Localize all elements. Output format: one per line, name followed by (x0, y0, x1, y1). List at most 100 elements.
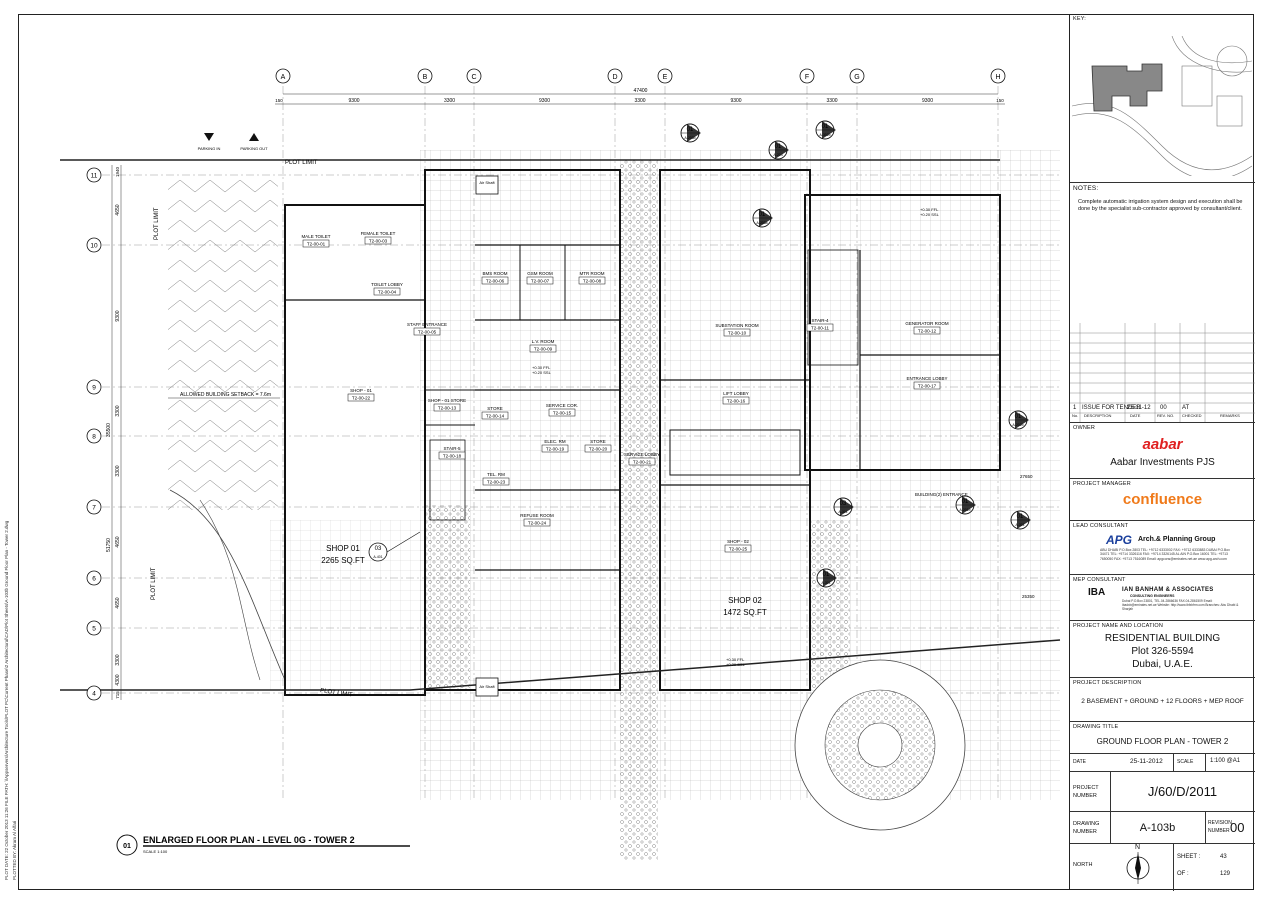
project-name-section: PROJECT NAME AND LOCATION RESIDENTIAL BU… (1070, 620, 1255, 677)
rev-header-date: DATE (1130, 413, 1141, 418)
grid-bubble-col-F (799, 68, 815, 84)
date-value: 25-11-2012 (1130, 758, 1163, 765)
section-tag-ref-6: A-201b (959, 508, 970, 512)
level-ffl-3: +0.30 FFL (920, 207, 939, 212)
grid-label-col-F: F (805, 74, 809, 81)
plot-limit-bottom: PLOT LIMIT (320, 688, 353, 699)
rev-no: 1 (1073, 405, 1077, 411)
parking-out-label: PARKING OUT (240, 146, 268, 151)
room-name-t2-00-10: SUBSTATION ROOM (715, 323, 759, 328)
section-tag-ref-7: A-301 (838, 510, 847, 514)
room-tag-t2-00-25: T2-00-25 (729, 547, 748, 552)
mep-consultant-section: MEP CONSULTANT IBA IAN BANHAM & ASSOCIAT… (1070, 574, 1255, 620)
dim-right-1: 27650 (1020, 474, 1033, 479)
grid-bubble-row-5 (86, 620, 102, 636)
scale-label: SCALE (1177, 759, 1194, 765)
section-tag-no-7: 03 (840, 501, 847, 507)
notes-section: NOTES: Complete automatic irrigation sys… (1070, 182, 1255, 423)
section-tag-no-2: 01 (822, 124, 829, 130)
project-plot: Plot 326-5594 (1131, 646, 1194, 657)
owner-name: Aabar Investments PJS (1110, 457, 1215, 468)
grid-bubble-col-H (990, 68, 1006, 84)
north-label: NORTH (1073, 862, 1093, 868)
grid-label-row-6: 6 (92, 576, 96, 583)
level-ssl-1: +0.20 SSL (532, 370, 552, 375)
mep-address: Dubai P.O.Box 23801, TEL.04-2866636 FAX.… (1122, 599, 1239, 612)
sheet-total: 129 (1220, 871, 1231, 877)
mep-label: MEP CONSULTANT (1073, 577, 1126, 583)
dim-overall-width: 47400 (634, 88, 648, 94)
room-tag-t2-00-13: T2-00-13 (438, 406, 457, 411)
room-name-t2-00-11: STAIR-4 (812, 318, 829, 323)
room-tag-t2-00-06: T2-00-06 (486, 279, 505, 284)
dim-row-6: 3300 (115, 654, 121, 665)
grid-bubble-col-B (417, 68, 433, 84)
room-tag-t2-00-07: T2-00-07 (531, 279, 550, 284)
grid-label-row-11: 11 (91, 173, 98, 180)
room-name-t2-00-21: SERVICE LOBBY (624, 452, 660, 457)
room-tag-t2-00-08: T2-00-08 (583, 279, 602, 284)
rev-header-remarks: REMARKS (1220, 413, 1240, 418)
room-tag-t2-00-21: T2-00-21 (633, 460, 652, 465)
level-ssl-2: +0.20 SSL (726, 662, 746, 667)
room-name-t2-00-18: STAIR-5 (444, 446, 461, 451)
shop-01-section-no: 03 (375, 546, 382, 552)
grid-bubble-row-8 (86, 428, 102, 444)
air-shaft-bottom: Air Shaft (479, 684, 495, 689)
north-sheet-row: NORTH N SHEET : 43 OF : 129 (1070, 843, 1255, 891)
room-name-t2-00-20: STORE (590, 439, 605, 444)
grid-label-row-10: 10 (90, 243, 98, 250)
lead-name: Arch.& Planning Group (1138, 536, 1216, 543)
building-entrance-label: BUILDING(2) ENTRANCE (915, 492, 968, 497)
dim-row-3: 3300 (115, 465, 121, 476)
room-tag-t2-00-14: T2-00-14 (486, 414, 505, 419)
air-shaft-top: Air Shaft (479, 180, 495, 185)
drawing-number-row: DRAWING NUMBER A-103b REVISION NUMBER 00 (1070, 811, 1255, 844)
dim-row-2: 3300 (115, 405, 121, 416)
grid-bubble-col-C (466, 68, 482, 84)
room-tag-t2-00-10: T2-00-10 (728, 331, 747, 336)
grid-label-col-G: G (854, 74, 859, 81)
owner-label: OWNER (1073, 425, 1096, 431)
dim-overall-upper: 35500 (106, 423, 112, 437)
rev-description: ISSUE FOR TENDER (1082, 405, 1141, 411)
room-tag-t2-00-12: T2-00-12 (918, 329, 937, 334)
room-tag-t2-00-20: T2-00-20 (589, 447, 608, 452)
room-name-t2-00-08: MTR ROOM (580, 271, 605, 276)
dim-col-3: 3300 (634, 98, 645, 104)
plan-title-text: ENLARGED FLOOR PLAN - LEVEL 0G - TOWER 2 (143, 835, 355, 845)
key-section: KEY: (1070, 14, 1255, 182)
rev-header-description: DESCRIPTION (1084, 413, 1112, 418)
dim-col-1: 3300 (444, 98, 455, 104)
north-letter: N (1135, 844, 1141, 851)
room-tag-t2-00-23: T2-00-23 (487, 480, 506, 485)
title-block: KEY: NOTES: Complete automatic irrigatio… (1069, 14, 1255, 891)
desc-label: PROJECT DESCRIPTION (1073, 680, 1142, 686)
plot-limit-top: PLOT LIMIT (285, 160, 318, 166)
grid-label-row-5: 5 (92, 626, 96, 633)
drawing-title: GROUND FLOOR PLAN - TOWER 2 (1096, 737, 1229, 746)
dim-col-4: 9300 (730, 98, 741, 104)
room-tag-t2-00-17: T2-00-17 (918, 384, 937, 389)
revision-number-label: REVISION NUMBER (1208, 820, 1232, 834)
revision-grid (1070, 323, 1255, 423)
room-name-t2-00-05: STAFF ENTRANCE (407, 322, 447, 327)
confluence-logo: confluence (1122, 491, 1203, 508)
section-tag-no-4: 01 (1015, 414, 1022, 420)
north-arrow-icon (1126, 852, 1150, 884)
iba-logo: IBA (1088, 587, 1106, 598)
section-tag-ref-3: A-203a (756, 221, 767, 225)
plan-title-bubble (116, 834, 138, 856)
notes-label: NOTES: (1073, 185, 1099, 192)
rev-date: 25-11-12 (1127, 405, 1151, 411)
section-tag-ref-5: A-301 (1015, 523, 1024, 527)
room-name-t2-00-16: LIFT LOBBY (723, 391, 748, 396)
shop-02-area: 1472 SQ.FT (723, 608, 767, 617)
dim-right-2: 25350 (1022, 594, 1035, 599)
room-name-t2-00-01: MALE TOILET (301, 234, 330, 239)
section-tag-ref-2: A-302b (819, 133, 830, 137)
rev-checked: AT (1182, 405, 1190, 411)
section-tag-no-1: 01 (775, 144, 782, 150)
